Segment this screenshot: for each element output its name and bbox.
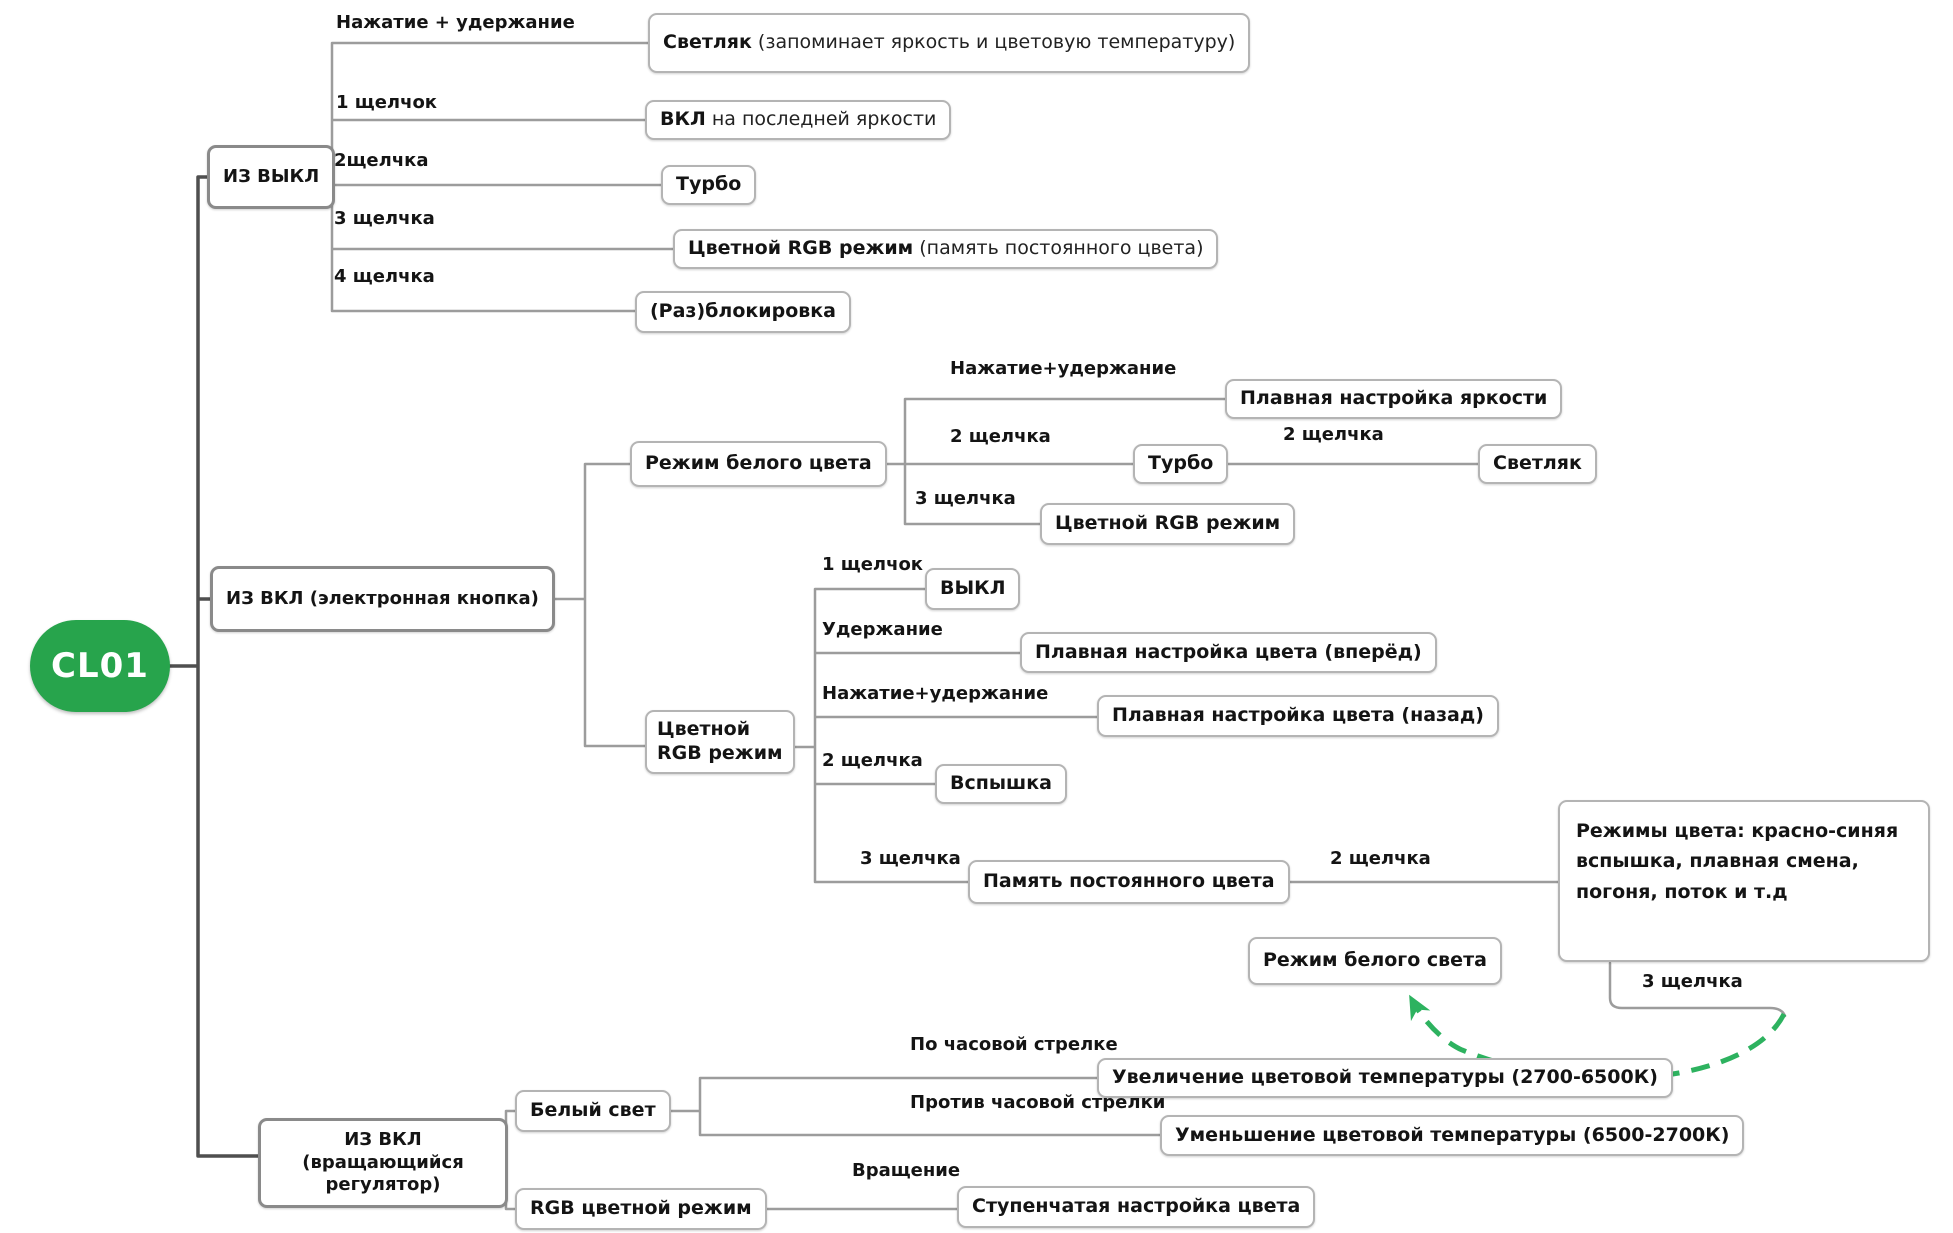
- edge-label-1-click-rgb: 1 щелчок: [822, 554, 924, 575]
- edge-label-2-clicks-rgb: 2 щелчка: [822, 750, 923, 771]
- node-cct-decrease: Уменьшение цветовой температуры (6500-27…: [1160, 1115, 1745, 1156]
- edge-label-press-hold-off: Нажатие + удержание: [336, 12, 575, 33]
- edge-label-counterclockwise: Против часовой стрелки: [910, 1092, 1166, 1113]
- edge-label-2-clicks-off: 2щелчка: [334, 150, 429, 171]
- node-white-light-mode: Режим белого света: [1248, 937, 1502, 985]
- node-from-on-button: ИЗ ВКЛ (электронная кнопка): [210, 566, 555, 632]
- edge-label-2-clicks-memory: 2 щелчка: [1330, 848, 1431, 869]
- node-flash: Вспышка: [935, 764, 1067, 804]
- edge-label-clockwise: По часовой стрелке: [910, 1034, 1118, 1055]
- node-firefly-from-turbo: Светляк: [1478, 444, 1597, 484]
- node-step-color: Ступенчатая настройка цвета: [957, 1186, 1316, 1228]
- fan-from-on-button: [543, 462, 692, 748]
- node-turbo-from-on: Турбо: [1133, 444, 1229, 484]
- node-color-memory: Память постоянного цвета: [968, 860, 1290, 904]
- node-color-modes-list: Режимы цвета: красно-синяя вспышка, плав…: [1558, 800, 1930, 962]
- node-rgb-from-off: Цветной RGB режим (память постоянного цв…: [673, 229, 1219, 269]
- edge-label-2-clicks-turbo: 2 щелчка: [1283, 424, 1384, 445]
- fan-white-mode: [868, 397, 1517, 526]
- node-from-off: ИЗ ВЫКЛ: [207, 145, 336, 209]
- edge-label-press-hold-white: Нажатие+удержание: [950, 358, 1177, 379]
- trunk-line: [168, 175, 272, 1158]
- edge-label-3-clicks-rgb: 3 щелчка: [860, 848, 961, 869]
- node-lock-unlock: (Раз)блокировка: [635, 291, 851, 333]
- node-firefly-off: Светляк (запоминает яркость и цветовую т…: [648, 13, 1251, 73]
- node-off: ВЫКЛ: [925, 568, 1021, 610]
- edge-label-3-clicks-off: 3 щелчка: [334, 208, 435, 229]
- node-rgb-from-white: Цветной RGB режим: [1040, 503, 1296, 545]
- edge-label-rotation: Вращение: [852, 1160, 961, 1181]
- node-cct-increase: Увеличение цветовой температуры (2700-65…: [1097, 1058, 1673, 1098]
- root-label: CL01: [51, 645, 149, 686]
- node-white-light: Белый свет: [515, 1090, 671, 1132]
- elbow-color-modes: [1608, 961, 1787, 1018]
- node-rgb-rotary-mode: RGB цветной режим: [515, 1188, 767, 1230]
- edge-label-press-hold-rgb: Нажатие+удержание: [822, 683, 1049, 704]
- node-rgb-color-mode: Цветной RGB режим: [645, 710, 795, 774]
- node-white-color-mode: Режим белого цвета: [630, 441, 887, 487]
- edge-label-1-click-off: 1 щелчок: [336, 92, 438, 113]
- edge-label-3-clicks-modes: 3 щелчка: [1642, 971, 1743, 992]
- node-smooth-color-forward: Плавная настройка цвета (вперёд): [1020, 632, 1437, 673]
- node-turbo-from-off: Турбо: [661, 165, 757, 205]
- edge-label-hold-rgb: Удержание: [822, 619, 943, 640]
- edge-label-3-clicks-white: 3 щелчка: [915, 488, 1016, 509]
- node-from-on-rotary: ИЗ ВКЛ (вращающийся регулятор): [258, 1118, 508, 1208]
- node-on-last-brightness: ВКЛ на последней яркости: [645, 100, 952, 140]
- edge-label-4-clicks-off: 4 щелчка: [334, 266, 435, 287]
- edge-label-2-clicks-white: 2 щелчка: [950, 426, 1051, 447]
- root-node-cl01: CL01: [30, 620, 170, 712]
- node-smooth-brightness: Плавная настройка яркости: [1225, 379, 1563, 419]
- fan-rgb-mode: [788, 587, 1602, 884]
- node-smooth-color-back: Плавная настройка цвета (назад): [1097, 695, 1499, 737]
